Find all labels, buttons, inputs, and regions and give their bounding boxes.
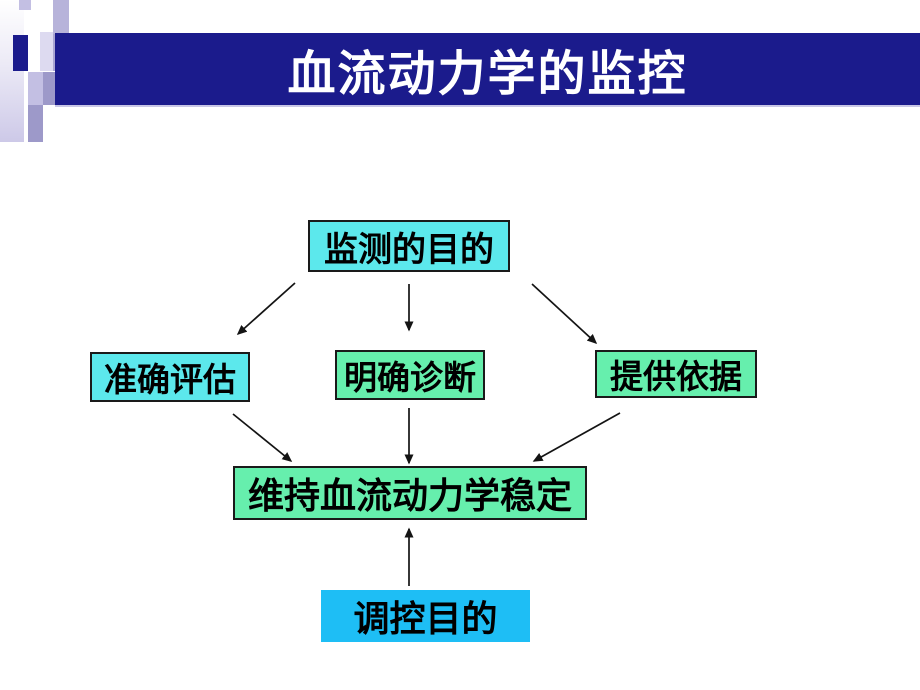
decor-square [40,32,53,71]
title-bar: 血流动力学的监控 [55,33,920,107]
node-maintain-hemodynamic-stability: 维持血流动力学稳定 [233,466,587,520]
decor-square [19,0,31,10]
arrow-assess-to-maintain [232,413,293,462]
slide-title: 血流动力学的监控 [287,48,688,101]
node-provide-evidence: 提供依据 [595,350,757,398]
node-label: 调控目的 [353,598,498,639]
node-accurate-assessment: 准确评估 [90,352,250,402]
decor-square [28,72,43,105]
node-label: 提供依据 [610,358,742,395]
decor-gradient-strip [0,0,24,142]
node-label: 准确评估 [104,361,236,398]
decor-square [28,105,43,142]
arrow-purpose-to-evidence [531,283,598,345]
decor-square [13,35,28,71]
arrow-evidence-to-maintain [532,412,621,462]
node-regulation-purpose: 调控目的 [321,590,530,642]
node-label: 监测的目的 [324,230,494,269]
node-clear-diagnosis: 明确诊断 [335,350,485,400]
node-label: 维持血流动力学稳定 [247,475,572,516]
decor-square [53,0,69,34]
decor-square [43,72,55,105]
node-label: 明确诊断 [344,359,476,396]
node-monitoring-purpose: 监测的目的 [308,220,510,272]
arrow-purpose-to-assess [236,282,296,336]
